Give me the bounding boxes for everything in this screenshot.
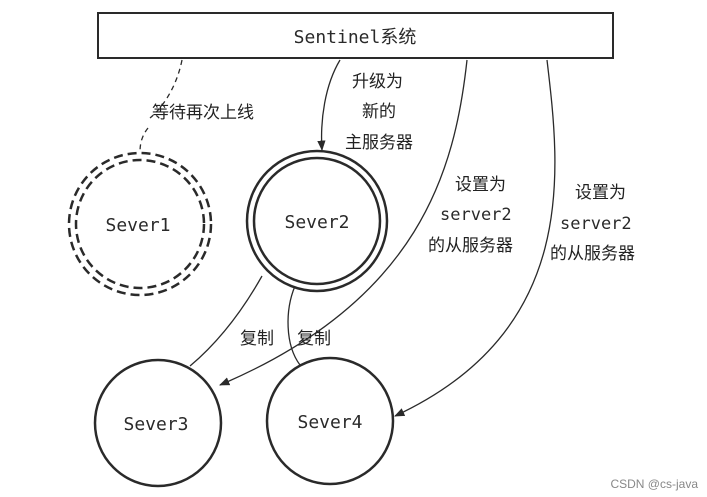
set-slave-b-line: 设置为 [575,183,626,203]
node-server3: Sever3 [93,358,223,488]
promote-label-line: 主服务器 [345,133,413,153]
set-slave-b-line: server2 [560,214,632,234]
edge-promote [317,59,341,152]
edge-annotation-to-server1 [139,127,149,154]
set-slave-label-a: 设置为 server2 的从服务器 [428,175,513,256]
server2-label: Sever2 [284,212,349,233]
node-server2: Sever2 [245,149,389,293]
replicate-label-b: 复制 [297,329,331,349]
server4-label: Sever4 [297,412,362,433]
set-slave-a-line: 的从服务器 [428,236,513,256]
edge-replicate-server3 [189,275,263,367]
node-server1: Sever1 [67,151,213,297]
set-slave-label-b: 设置为 server2 的从服务器 [550,183,635,264]
promote-label-line: 新的 [362,102,396,122]
node-server4: Sever4 [265,356,395,486]
edge-set-slave-server3 [219,59,468,386]
promote-label-line: 升级为 [352,72,403,92]
set-slave-a-line: server2 [440,205,512,225]
server3-label: Sever3 [123,414,188,435]
set-slave-a-line: 设置为 [455,175,506,195]
edge-set-slave-server4 [394,59,556,417]
promote-label: 升级为 新的 主服务器 [345,72,413,153]
sentinel-label: Sentinel系统 [294,27,417,48]
edge-replicate-server4 [287,285,301,366]
edge-sentinel-to-server1 [149,59,183,119]
watermark: CSDN @cs-java [610,477,698,491]
sentinel-box: Sentinel系统 [97,12,614,59]
set-slave-b-line: 的从服务器 [550,244,635,264]
server1-label: Sever1 [105,215,170,236]
server1-annotation: 等待再次上线 [152,103,254,123]
replicate-label-a: 复制 [240,329,274,349]
